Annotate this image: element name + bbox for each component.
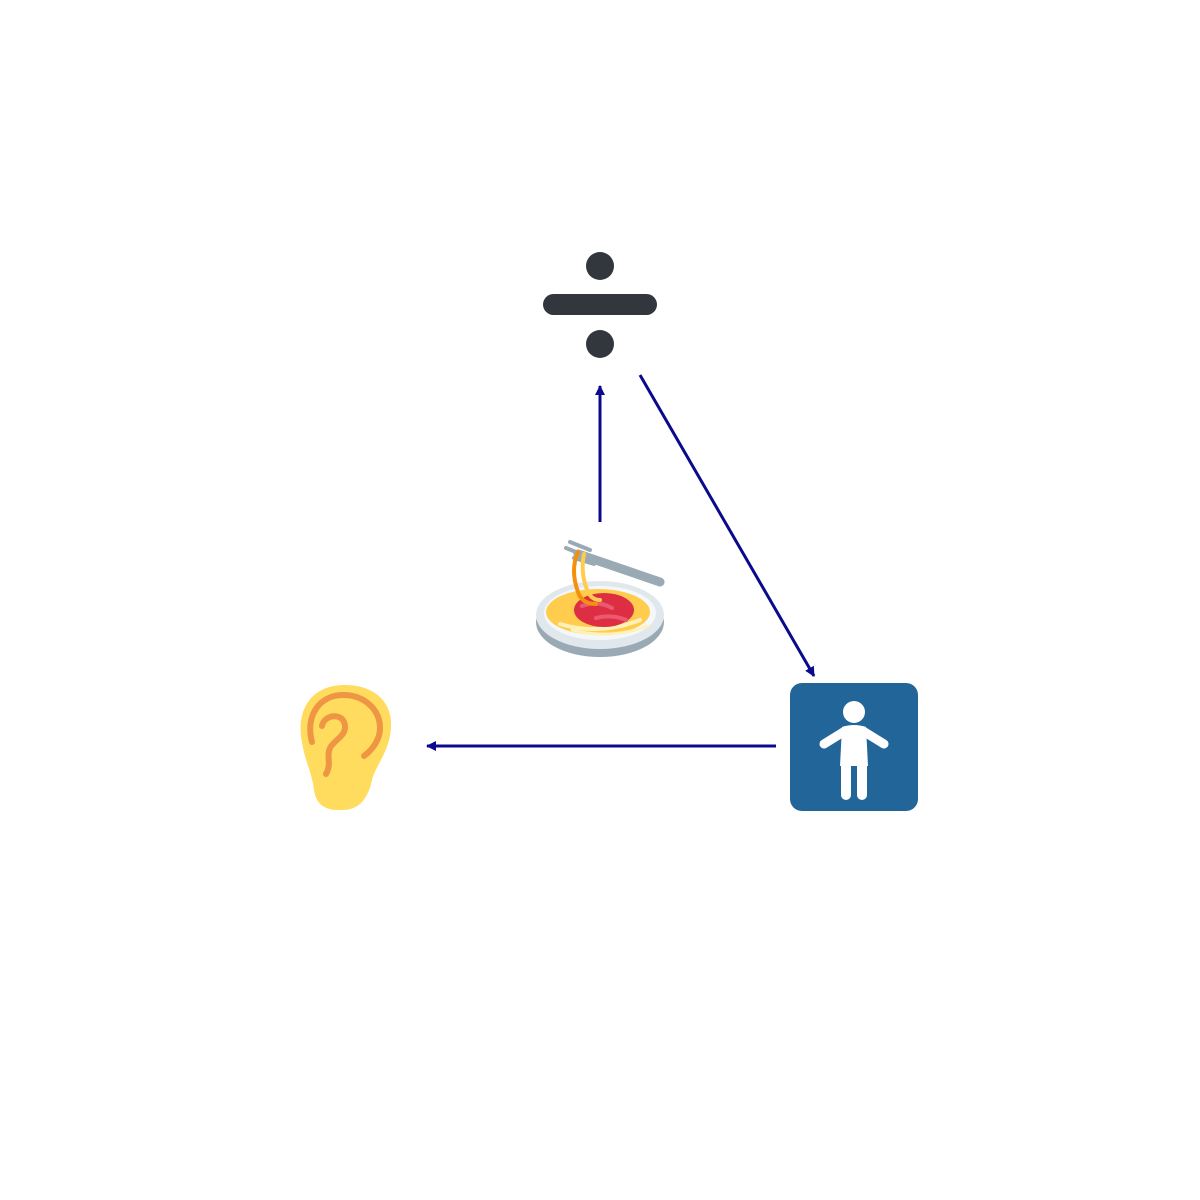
edges — [426, 374, 816, 751]
edge-divide-to-man — [638, 374, 816, 677]
spaghetti-icon — [536, 540, 665, 657]
ear-icon — [300, 685, 392, 811]
division-sign-icon — [543, 252, 657, 358]
mens-room-icon — [790, 683, 918, 811]
